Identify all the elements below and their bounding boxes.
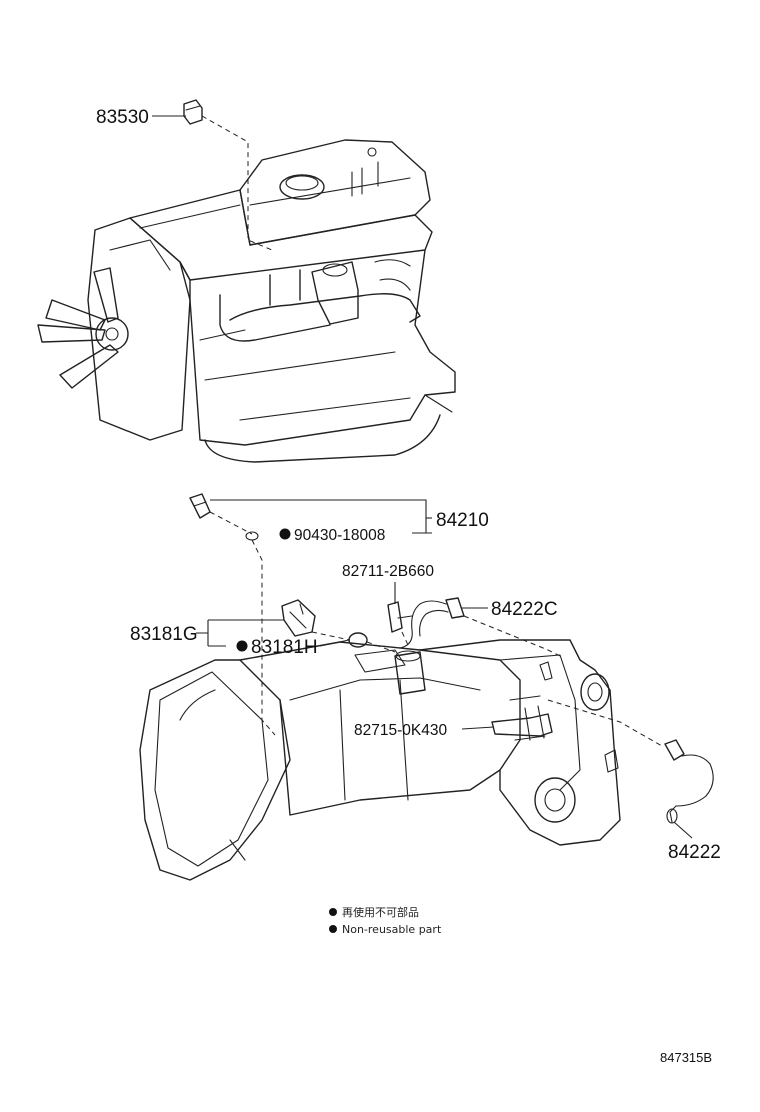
part-number-83530: 83530 xyxy=(96,107,149,128)
part-number-90430: 90430-18008 xyxy=(294,527,385,544)
non-reusable-dot-icon xyxy=(279,528,291,540)
callout-83181h[interactable]: 83181H xyxy=(236,637,350,658)
fan-icon xyxy=(37,267,129,389)
part-number-82715: 82715-0K430 xyxy=(354,722,447,739)
legend-dot-icon xyxy=(329,925,337,933)
engine-illustration xyxy=(37,99,456,463)
transfer-switch-icon xyxy=(281,599,316,637)
callout-83181g[interactable]: 83181G xyxy=(130,619,284,647)
legend-dot-icon xyxy=(329,908,337,916)
transmission-illustration xyxy=(139,493,714,881)
speed-sensor-84210-icon xyxy=(189,493,211,519)
illustration-reference-code: 847315B xyxy=(660,1050,712,1065)
callout-84222[interactable]: 84222 xyxy=(668,821,721,863)
clamp-82711-icon xyxy=(387,601,413,633)
non-reusable-dot-icon xyxy=(236,640,248,652)
oil-pressure-switch-icon xyxy=(183,99,203,125)
part-number-84210: 84210 xyxy=(436,510,489,531)
speed-sensor-84222-icon xyxy=(664,739,714,824)
callout-82711[interactable]: 82711-2B660 xyxy=(342,563,434,604)
part-number-82711: 82711-2B660 xyxy=(342,563,434,580)
part-number-83181g: 83181G xyxy=(130,624,198,645)
callout-90430[interactable]: 90430-18008 xyxy=(279,527,386,544)
bracket-82715-icon xyxy=(491,705,553,741)
part-number-84222: 84222 xyxy=(668,842,721,863)
gasket-83181h-icon xyxy=(348,632,368,648)
legend-text-jp: 再使用不可部品 xyxy=(342,905,419,919)
part-number-83181h: 83181H xyxy=(251,637,318,658)
callout-82715[interactable]: 82715-0K430 xyxy=(354,722,495,739)
legend-text-en: Non-reusable part xyxy=(342,923,442,936)
dashed-guides xyxy=(201,115,663,747)
callout-84222c[interactable]: 84222C xyxy=(462,599,558,620)
gasket-90430-icon xyxy=(245,531,259,541)
callout-83530[interactable]: 83530 xyxy=(96,107,186,128)
part-number-84222c: 84222C xyxy=(491,599,558,620)
legend: 再使用不可部品 Non-reusable part xyxy=(329,905,442,936)
speed-sensor-84222c-icon xyxy=(399,597,465,649)
callout-84210[interactable]: 84210 xyxy=(210,499,489,534)
